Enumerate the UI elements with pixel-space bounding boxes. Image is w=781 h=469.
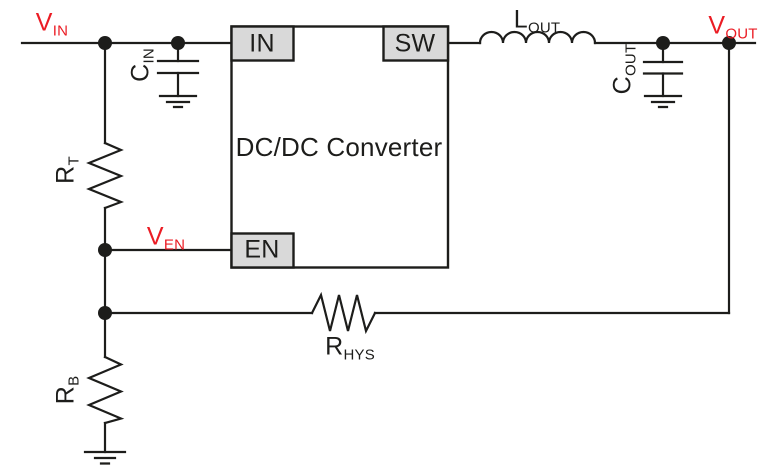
ground-symbol-cout: [643, 94, 683, 109]
converter-title: DC/DC Converter: [235, 132, 443, 162]
net-label-ven: VEN: [146, 222, 185, 253]
net-label-vin-base: V: [35, 8, 53, 37]
resistor-rb-zigzag: [86, 355, 125, 425]
component-label-rb: RB: [51, 376, 83, 405]
net-label-vin-sub: IN: [52, 22, 69, 40]
pin-label-in: IN: [249, 29, 275, 58]
capacitor-cin-plates: [156, 59, 200, 75]
net-label-vout: VOUT: [708, 11, 757, 42]
component-label-cout-sub: OUT: [622, 43, 640, 76]
component-label-lout: LOUT: [513, 5, 560, 36]
junction-dot-rhys: [98, 306, 112, 320]
pin-box-sw: [382, 25, 450, 62]
ground-symbol-cin: [158, 94, 198, 109]
resistor-rt-zigzag: [86, 141, 125, 210]
component-label-rt-sub: T: [65, 156, 83, 166]
junction-dot-vout-cout: [656, 36, 670, 50]
net-label-ven-sub: EN: [163, 236, 186, 254]
component-label-rb-base: R: [51, 385, 80, 405]
component-label-cin-sub: IN: [140, 48, 158, 64]
net-label-vin: VIN: [35, 8, 68, 39]
capacitor-cout-plates: [642, 60, 684, 75]
pin-box-in: [230, 25, 295, 62]
wire-layer: [20, 30, 757, 465]
resistor-rhys-zigzag: [310, 291, 377, 335]
junction-dot-vin-cin: [171, 36, 185, 50]
component-label-rb-sub: B: [65, 375, 83, 386]
component-label-rhys-base: R: [325, 332, 344, 361]
component-label-rhys: RHYS: [325, 332, 375, 363]
net-label-vout-sub: OUT: [725, 25, 758, 43]
component-label-lout-base: L: [513, 5, 528, 34]
junction-dots: [98, 36, 736, 320]
component-label-lout-sub: OUT: [527, 19, 561, 37]
component-label-cin: CIN: [126, 48, 158, 82]
component-label-rhys-sub: HYS: [343, 346, 375, 364]
inductor-lout-coils: [478, 30, 597, 45]
pin-box-en: [230, 232, 295, 269]
junction-dot-ven: [98, 243, 112, 257]
pin-label-en: EN: [244, 235, 280, 264]
component-label-cin-base: C: [126, 63, 155, 82]
converter-box: [230, 25, 450, 269]
component-label-cout: COUT: [608, 44, 640, 95]
pin-label-sw: SW: [394, 29, 436, 58]
component-label-cout-base: C: [608, 75, 637, 95]
net-label-vout-base: V: [708, 11, 726, 40]
component-label-rt-base: R: [51, 165, 80, 184]
junction-dot-vout: [722, 36, 736, 50]
component-label-rt: RT: [51, 156, 83, 184]
ground-symbol-rb: [83, 450, 127, 465]
junction-dot-vin-rt: [98, 36, 112, 50]
net-label-ven-base: V: [146, 222, 164, 251]
